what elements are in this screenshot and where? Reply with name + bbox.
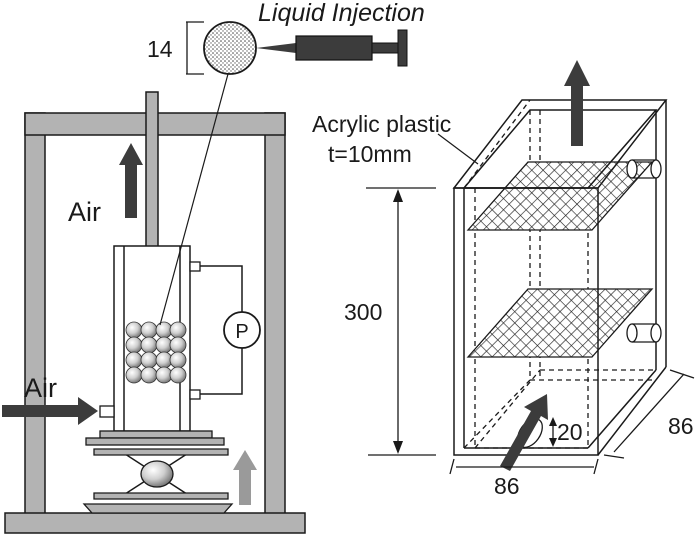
height-dimension [366, 187, 436, 456]
width-side-label: 86 [668, 413, 694, 439]
lower-mesh-plate [466, 288, 654, 358]
width-side-dimension [603, 369, 695, 459]
left-apparatus: P Air Air [2, 91, 306, 534]
scissor-lift [82, 430, 234, 514]
lift-direction-arrow [233, 450, 257, 505]
inlet-height-dimension [549, 417, 557, 447]
frame-base [4, 512, 306, 534]
frame-right-post [264, 112, 286, 516]
material-label: Acrylic plastic [312, 111, 451, 137]
syringe-icon [256, 29, 408, 67]
packed-column [99, 245, 201, 432]
width-front-dimension [449, 458, 599, 475]
air-outlet-arrow [119, 143, 143, 218]
air-side-label: Air [24, 373, 57, 403]
outlet-arrow [564, 60, 590, 146]
frame-left-post [24, 112, 46, 516]
pressure-gauge-label: P [235, 321, 248, 343]
thickness-label: t=10mm [328, 141, 412, 167]
air-top-label: Air [68, 197, 101, 227]
acrylic-column: 300 20 86 86 Acrylic plastic t=10mm [312, 60, 695, 499]
upper-mesh-plate [466, 161, 654, 231]
pressure-gauge: P [200, 265, 261, 395]
height-label: 300 [344, 299, 382, 325]
side-port-lower [626, 323, 662, 343]
air-inlet-arrow [2, 397, 98, 425]
liquid-injection-detail: 14 Liquid Injection [147, 0, 425, 326]
liquid-injection-label: Liquid Injection [258, 0, 425, 27]
inlet-arrow [500, 394, 548, 471]
packing-spheres [125, 321, 187, 384]
droplet-size-label: 14 [147, 36, 173, 62]
side-port-upper [626, 159, 662, 179]
width-front-label: 86 [494, 473, 520, 499]
droplet-magnified [203, 21, 257, 75]
inlet-height-label: 20 [557, 419, 583, 445]
